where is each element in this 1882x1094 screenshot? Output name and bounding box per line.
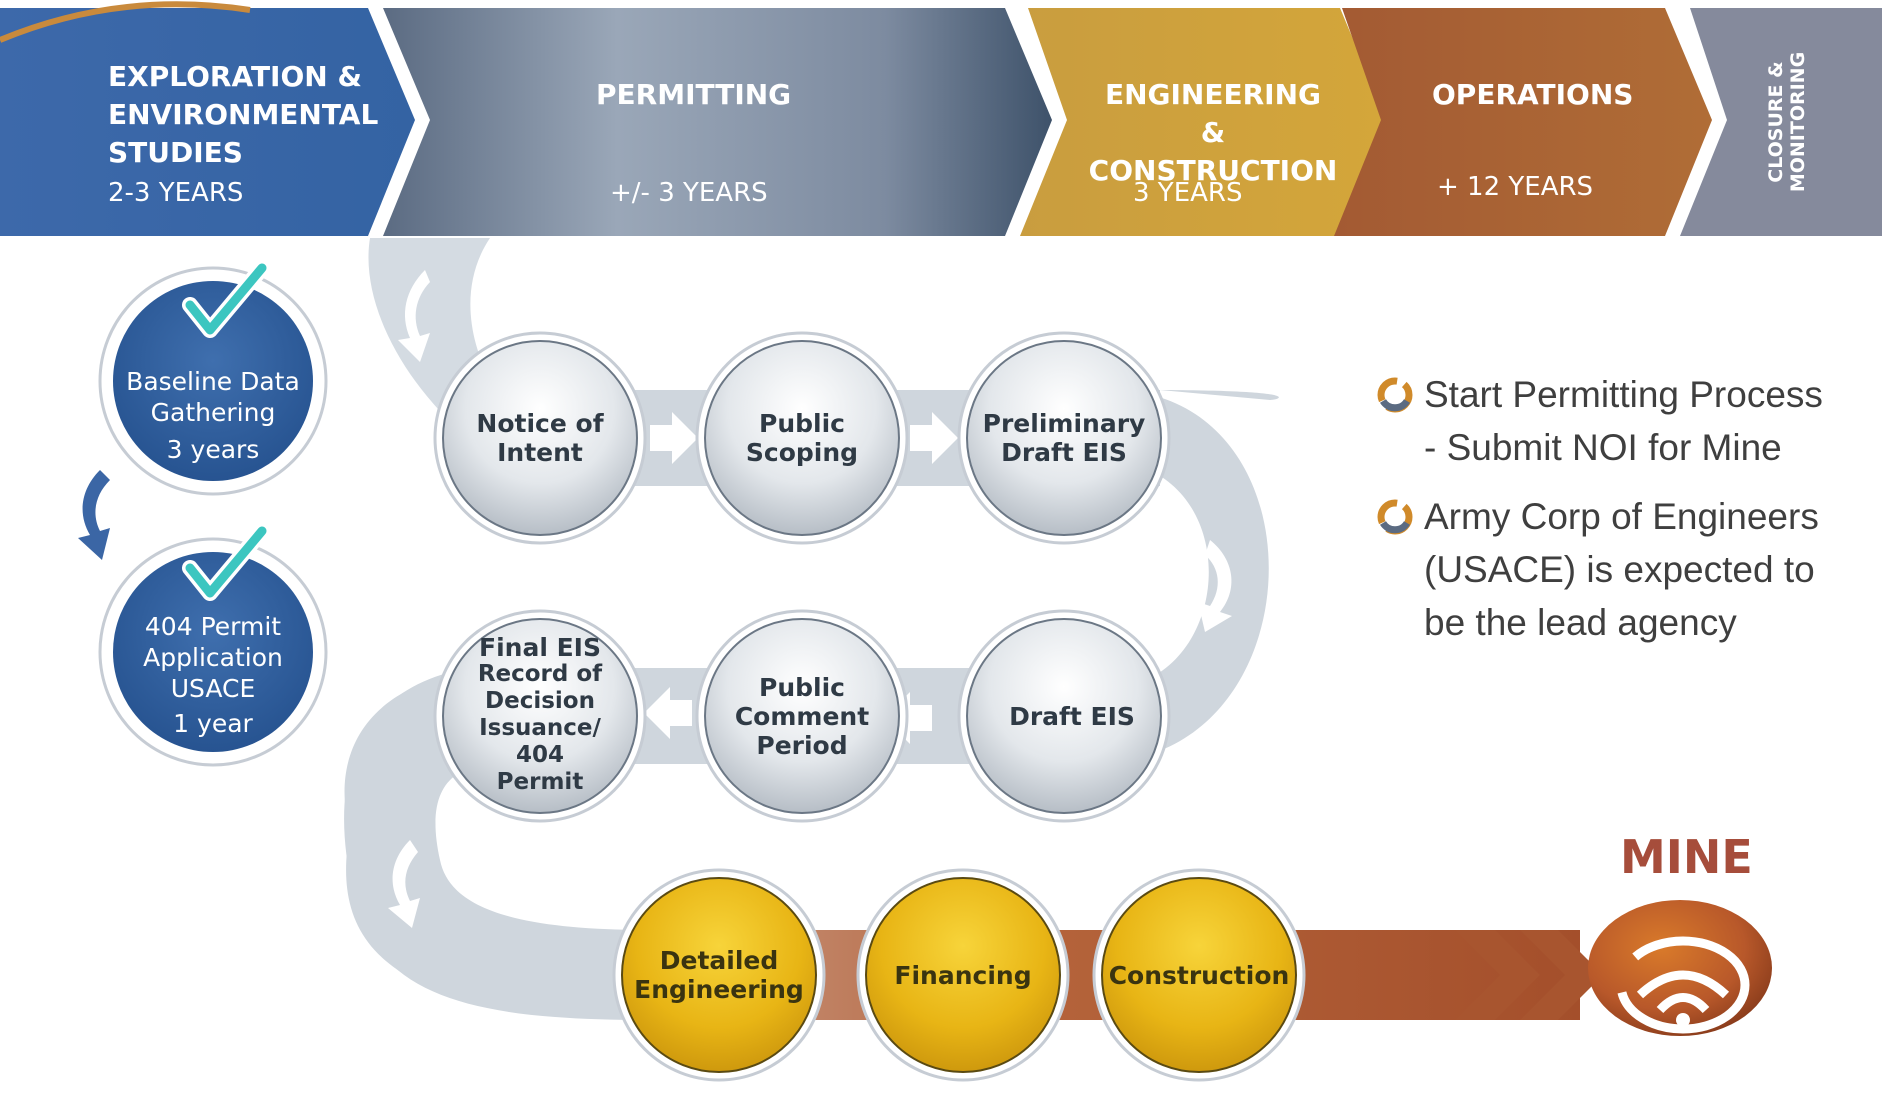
step-notice-of-intent: Notice of Intent xyxy=(476,409,604,467)
step-public-comment-period: Public Comment Period xyxy=(734,672,870,760)
chevron-1 xyxy=(1455,930,1540,1020)
phase-engineering-title: ENGINEERING & CONSTRUCTION xyxy=(1088,78,1338,187)
phase-exploration-banner xyxy=(0,8,415,236)
mine-label: MINE xyxy=(1620,830,1753,884)
curve-arrow-top xyxy=(398,270,430,362)
construction-circles xyxy=(612,868,1306,1082)
phase-operations-title: OPERATIONS xyxy=(1432,78,1634,111)
phase-operations-banner xyxy=(1334,8,1712,236)
bullet-start-permitting: Start Permitting Process - Submit NOI fo… xyxy=(1424,374,1823,468)
phase-engineering-banner xyxy=(1020,8,1387,236)
phase-permitting-duration: +/- 3 YEARS xyxy=(610,178,768,208)
bullet-usace-lead: Army Corp of Engineers (USACE) is expect… xyxy=(1424,496,1819,643)
phase-permitting-title: PERMITTING xyxy=(596,78,792,111)
phase-closure-banner xyxy=(1680,8,1882,236)
phase-engineering-duration: 3 YEARS xyxy=(1133,178,1243,208)
curve-arrow-blue xyxy=(78,470,110,560)
phase-banner xyxy=(0,1,1882,236)
phase-exploration-duration: 2-3 YEARS xyxy=(108,178,244,208)
exploration-circles xyxy=(78,260,328,767)
curve-arrow-right xyxy=(1198,540,1232,632)
step-baseline-data: Baseline Data Gathering 3 years xyxy=(126,366,300,464)
bullet-icon xyxy=(1377,499,1413,535)
phase-permitting-banner xyxy=(383,8,1052,236)
arrow-right-1 xyxy=(650,412,698,464)
phase-exploration-title: EXPLORATION & ENVIRONMENTAL STUDIES xyxy=(108,60,379,169)
arrow-right-2 xyxy=(910,412,958,464)
arrow-left-2 xyxy=(644,687,692,739)
phase-closure-title: CLOSURE & MONITORING xyxy=(1765,51,1809,193)
step-construction: Construction xyxy=(1108,960,1290,990)
mine-icon xyxy=(1588,900,1772,1036)
step-detailed-engineering: Detailed Engineering xyxy=(634,946,804,1004)
chevron-2 xyxy=(1520,930,1603,1020)
curve-arrow-left xyxy=(388,840,420,928)
bullet-icon xyxy=(1377,377,1413,413)
step-final-eis: Final EIS Record of Decision Issuance/ 4… xyxy=(477,633,603,795)
step-financing: Financing xyxy=(894,960,1032,990)
bullet-icons xyxy=(1377,377,1413,535)
step-public-scoping: Public Scoping xyxy=(745,409,859,467)
step-draft-eis: Draft EIS xyxy=(1009,701,1135,731)
permitting-circles xyxy=(433,331,1171,823)
phase-operations-duration: + 12 YEARS xyxy=(1437,172,1594,202)
step-404-permit: 404 Permit Application USACE 1 year xyxy=(143,612,283,738)
step-preliminary-draft-eis: Preliminary Draft EIS xyxy=(982,409,1146,467)
